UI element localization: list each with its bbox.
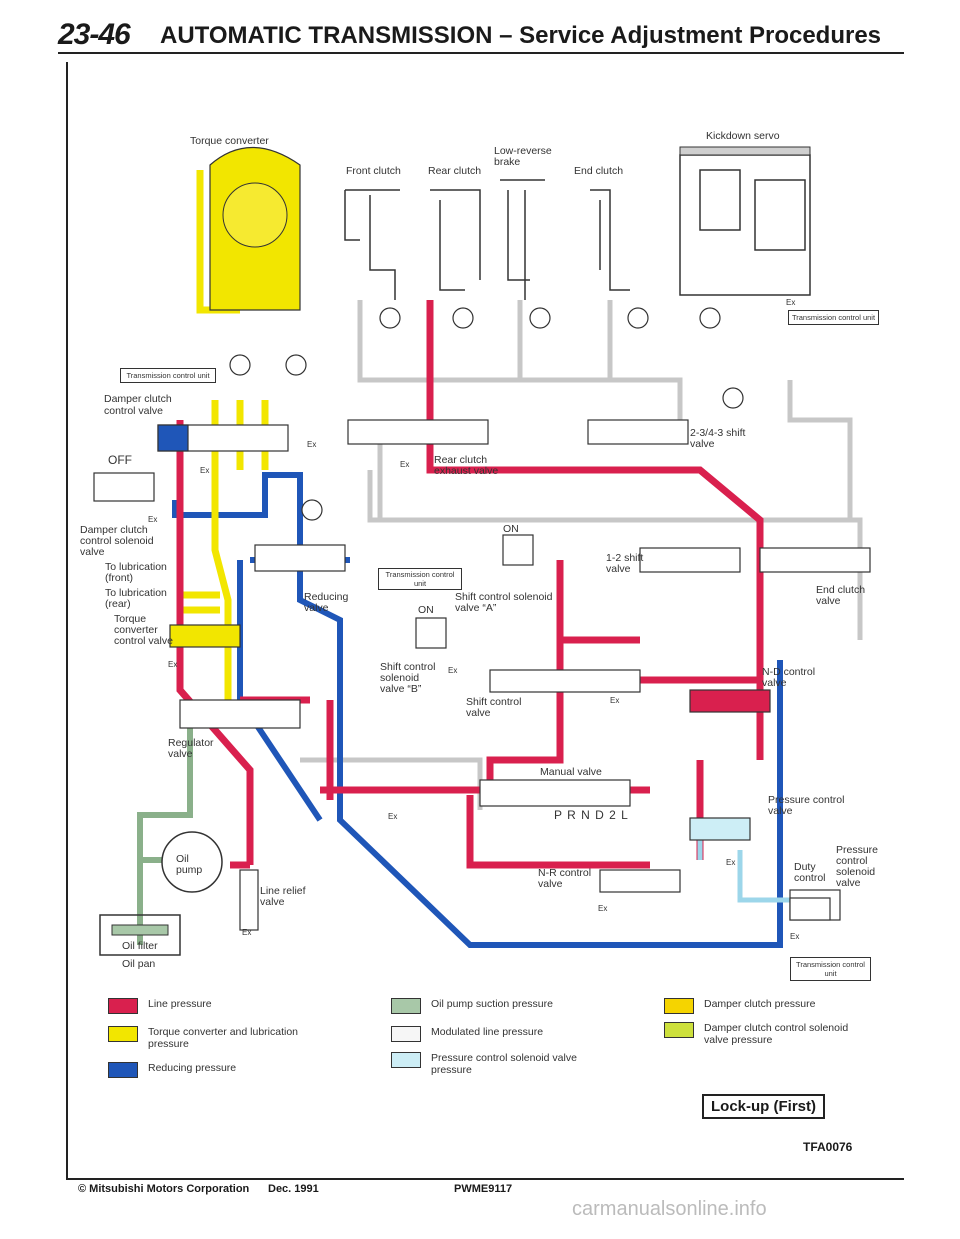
label-oil-pan: Oil pan bbox=[122, 958, 156, 970]
legend-item: Modulated line pressure bbox=[391, 1026, 611, 1042]
label-manual-valve: Manual valve bbox=[540, 766, 602, 778]
label-ex: Ex bbox=[598, 904, 608, 913]
label-shift-control-solenoid-b: Shift control solenoid valve “B” bbox=[380, 661, 436, 695]
label-pressure-control-valve: Pressure control valve bbox=[768, 794, 845, 817]
legend-swatch bbox=[664, 998, 694, 1014]
label-ex: Ex bbox=[610, 696, 620, 705]
modulated-circuit bbox=[300, 300, 863, 810]
watermark: carmanualsonline.info bbox=[572, 1198, 767, 1220]
label-ex: Ex bbox=[448, 666, 458, 675]
label-low-reverse-brake: Low-reverse brake bbox=[494, 145, 552, 168]
label-12-shift-valve: 1-2 shift valve bbox=[606, 552, 644, 575]
label-ex: Ex bbox=[200, 466, 210, 475]
label-kickdown-servo: Kickdown servo bbox=[706, 130, 780, 142]
label-oil-pump: Oil pump bbox=[176, 853, 203, 876]
legend-label: Damper clutch control solenoid valve pre… bbox=[704, 1022, 849, 1046]
label-ex: Ex bbox=[148, 515, 158, 524]
label-ex: Ex bbox=[400, 460, 410, 469]
legend-item: Damper clutch control solenoid valve pre… bbox=[664, 1022, 884, 1046]
gauge-circles bbox=[229, 307, 744, 521]
hydraulic-circuit-diagram bbox=[93, 146, 871, 956]
legend-item: Oil pump suction pressure bbox=[391, 998, 611, 1014]
legend-swatch bbox=[108, 1026, 138, 1042]
legend-label: Damper clutch pressure bbox=[704, 998, 816, 1010]
legend-swatch bbox=[108, 998, 138, 1014]
page-title: AUTOMATIC TRANSMISSION – Service Adjustm… bbox=[160, 22, 882, 49]
label-on-top: ON bbox=[503, 523, 519, 535]
label-end-clutch-valve: End clutch valve bbox=[816, 584, 866, 607]
oil-pump bbox=[161, 831, 223, 893]
legend-label: Modulated line pressure bbox=[431, 1026, 544, 1038]
tcu-box-center: Transmission control unit bbox=[378, 568, 462, 590]
footer-copyright: © Mitsubishi Motors Corporation bbox=[78, 1183, 250, 1195]
label-ex: Ex bbox=[307, 440, 317, 449]
legend-item: Torque converter and lubrication pressur… bbox=[108, 1026, 328, 1050]
label-end-clutch: End clutch bbox=[574, 165, 624, 177]
label-shift-control-solenoid-a: Shift control solenoid valve “A” bbox=[455, 591, 553, 614]
label-damper-clutch-control-valve: Damper clutch control valve bbox=[104, 393, 172, 417]
kickdown-servo-hatch bbox=[679, 146, 811, 156]
label-prnd: P R N D 2 L bbox=[554, 808, 629, 822]
label-on-mid: ON bbox=[418, 604, 434, 616]
legend-item: Line pressure bbox=[108, 998, 328, 1014]
label-ex: Ex bbox=[242, 928, 252, 937]
label-ex: Ex bbox=[388, 812, 398, 821]
label-234-shift-valve: 2-3/4-3 shift valve bbox=[690, 427, 746, 450]
legend-label: Pressure control solenoid valve pressure bbox=[431, 1052, 577, 1076]
label-rear-clutch: Rear clutch bbox=[428, 165, 482, 177]
label-regulator-valve: Regulator valve bbox=[168, 737, 214, 760]
frame-left-rule bbox=[66, 62, 68, 1179]
tcu-box-right: Transmission control unit bbox=[788, 310, 879, 325]
label-nr-control-valve: N-R control valve bbox=[538, 867, 592, 890]
tcu-box-bottom: Transmission control unit bbox=[790, 957, 871, 981]
lockup-badge: Lock-up (First) bbox=[702, 1094, 825, 1119]
legend-item: Pressure control solenoid valve pressure bbox=[391, 1052, 611, 1076]
label-ex: Ex bbox=[726, 858, 736, 867]
label-nd-control-valve: N-D control valve bbox=[762, 666, 816, 689]
label-rear-clutch-exhaust-valve: Rear clutch exhaust valve bbox=[434, 454, 499, 477]
legend-label: Oil pump suction pressure bbox=[431, 998, 553, 1010]
label-reducing-valve: Reducing valve bbox=[304, 591, 349, 614]
label-duty-control: Duty control bbox=[794, 861, 826, 884]
label-front-clutch: Front clutch bbox=[346, 165, 401, 177]
legend-swatch bbox=[108, 1062, 138, 1078]
tcu-box-left: Transmission control unit bbox=[120, 368, 216, 383]
legend-swatch bbox=[391, 1026, 421, 1042]
legend-swatch bbox=[391, 1052, 421, 1068]
legend-swatch bbox=[664, 1022, 694, 1038]
label-to-lubrication-rear: To lubrication (rear) bbox=[105, 587, 167, 610]
oil-filter bbox=[111, 924, 169, 936]
label-off: OFF bbox=[108, 453, 132, 467]
label-oil-filter: Oil filter bbox=[122, 940, 158, 952]
figure-code: TFA0076 bbox=[803, 1140, 853, 1154]
torque-converter-turbine bbox=[222, 182, 288, 248]
label-damper-clutch-control-solenoid-valve: Damper clutch control solenoid valve bbox=[80, 524, 154, 558]
label-ex: Ex bbox=[168, 660, 178, 669]
label-shift-control-valve: Shift control valve bbox=[466, 696, 522, 719]
valve-bodies bbox=[157, 419, 871, 921]
frame-bottom-rule bbox=[66, 1178, 904, 1180]
oil-pan bbox=[99, 914, 181, 956]
legend-item: Damper clutch pressure bbox=[664, 998, 884, 1014]
page-number: 23-46 bbox=[58, 18, 131, 51]
label-ex: Ex bbox=[790, 932, 800, 941]
label-ex: Ex bbox=[786, 298, 796, 307]
header-rule bbox=[58, 52, 904, 54]
label-pressure-control-solenoid-valve: Pressure control solenoid valve bbox=[836, 844, 879, 889]
legend-label: Line pressure bbox=[148, 998, 212, 1010]
legend-item: Reducing pressure bbox=[108, 1062, 328, 1078]
footer-code: PWME9117 bbox=[454, 1183, 513, 1195]
legend-label: Reducing pressure bbox=[148, 1062, 237, 1074]
label-torque-converter-control-valve: Torque converter control valve bbox=[114, 613, 173, 647]
label-to-lubrication-front: To lubrication (front) bbox=[105, 561, 167, 584]
label-torque-converter: Torque converter bbox=[190, 135, 269, 147]
legend-label: Torque converter and lubrication pressur… bbox=[148, 1026, 299, 1050]
footer-date: Dec. 1991 bbox=[268, 1183, 319, 1195]
line-relief-valve-body bbox=[239, 869, 259, 931]
label-line-relief-valve: Line relief valve bbox=[260, 885, 306, 908]
legend-swatch bbox=[391, 998, 421, 1014]
solenoid-boxes bbox=[93, 472, 831, 921]
